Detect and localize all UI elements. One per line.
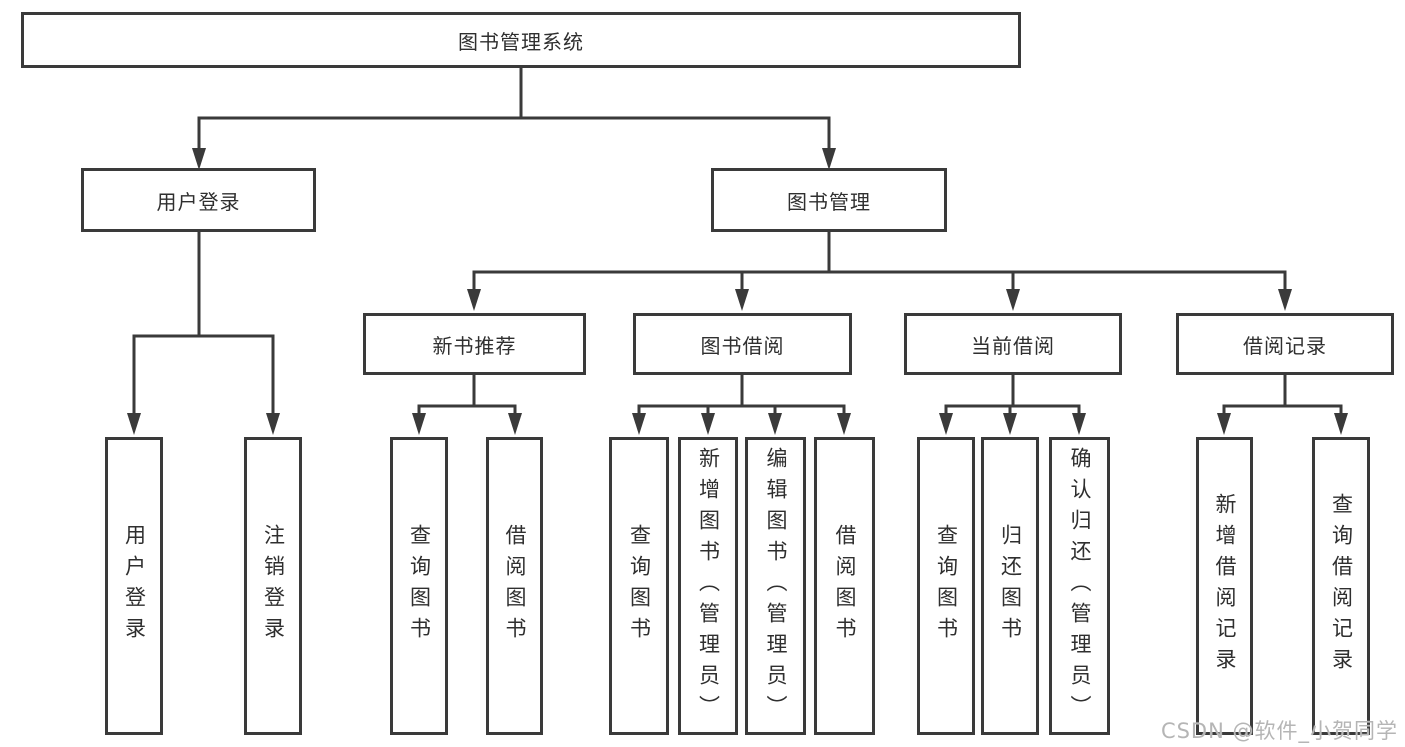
node-library-management-system: 图书管理系统	[21, 12, 1021, 68]
csdn-watermark: CSDN @软件_小贺同学	[1160, 719, 1398, 743]
node-leaf-return-books: 归还图书	[981, 437, 1039, 735]
node-current-borrow: 当前借阅	[904, 313, 1122, 375]
node-label: 图书管理	[787, 189, 871, 214]
node-label: 查询图书	[934, 524, 959, 648]
node-leaf-edit-books-admin: 编辑图书（管理员）	[745, 437, 806, 735]
node-leaf-logout: 注销登录	[244, 437, 302, 735]
node-leaf-add-books-admin: 新增图书（管理员）	[678, 437, 738, 735]
node-label: 注销登录	[261, 524, 286, 648]
node-label: 借阅图书	[503, 524, 527, 648]
node-label: 用户登录	[122, 524, 147, 648]
node-label: 确认归还（管理员）	[1068, 446, 1092, 726]
node-label: 当前借阅	[971, 333, 1055, 358]
node-label: 新书推荐	[432, 333, 517, 358]
node-borrow-records: 借阅记录	[1176, 313, 1394, 375]
node-label: 查询图书	[407, 524, 432, 648]
node-label: 图书借阅	[700, 333, 785, 358]
node-leaf-borrow-books-recommend: 借阅图书	[486, 437, 543, 735]
node-book-management: 图书管理	[711, 168, 947, 232]
node-leaf-confirm-return-admin: 确认归还（管理员）	[1049, 437, 1110, 735]
node-label: 借阅图书	[833, 524, 857, 648]
node-book-borrow: 图书借阅	[633, 313, 852, 375]
node-label: 借阅记录	[1243, 333, 1327, 358]
node-leaf-add-borrow-record: 新增借阅记录	[1196, 437, 1253, 735]
node-leaf-query-books-borrow: 查询图书	[609, 437, 669, 735]
node-new-book-recommend: 新书推荐	[363, 313, 586, 375]
node-label: 新增借阅记录	[1213, 493, 1237, 679]
node-label: 查询借阅记录	[1329, 493, 1354, 679]
node-label: 查询图书	[627, 524, 652, 648]
node-label: 归还图书	[998, 524, 1023, 648]
node-label: 图书管理系统	[458, 29, 584, 54]
node-leaf-query-books-recommend: 查询图书	[390, 437, 448, 735]
node-label: 用户登录	[156, 189, 241, 214]
node-label: 编辑图书（管理员）	[764, 446, 788, 726]
node-leaf-user-login: 用户登录	[105, 437, 163, 735]
node-leaf-query-borrow-record: 查询借阅记录	[1312, 437, 1370, 735]
node-user-login: 用户登录	[81, 168, 316, 232]
node-leaf-query-books-current: 查询图书	[917, 437, 975, 735]
node-label: 新增图书（管理员）	[696, 446, 721, 726]
node-leaf-borrow-books: 借阅图书	[814, 437, 875, 735]
